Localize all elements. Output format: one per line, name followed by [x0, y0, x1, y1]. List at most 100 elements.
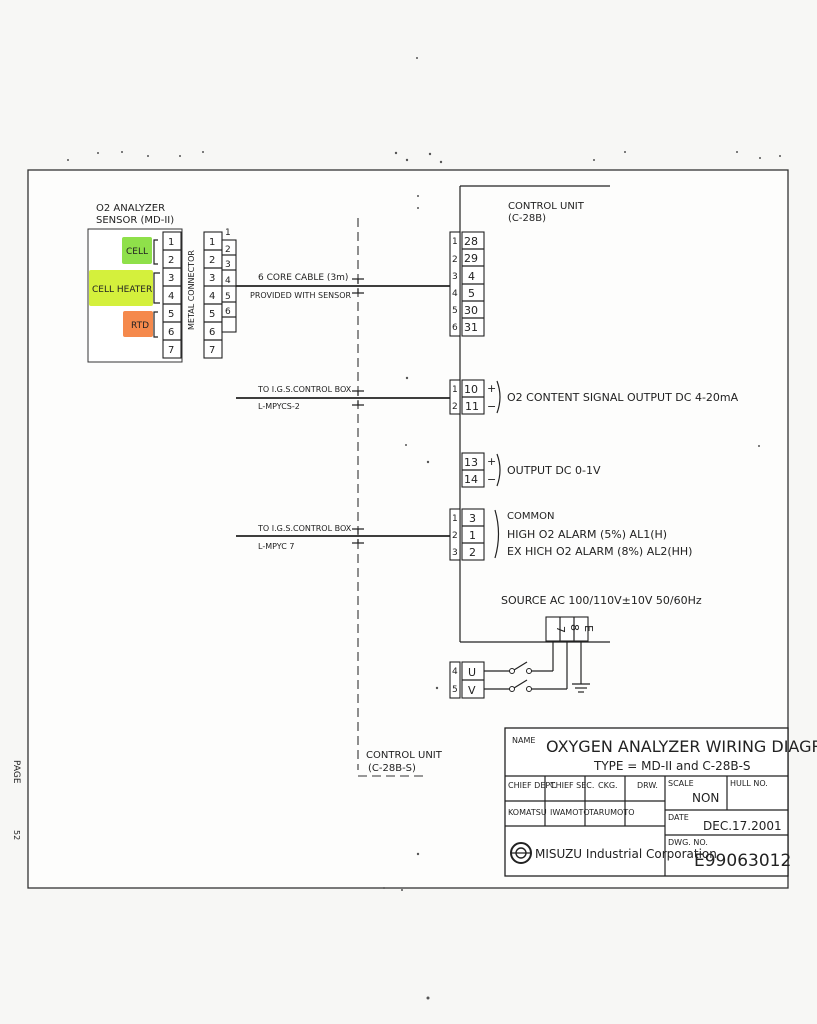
approval-header: CKG. — [598, 781, 618, 790]
igs-box-1-cable: L-MPYCS-2 — [258, 402, 300, 411]
output-brace — [496, 453, 501, 487]
wire-number: 4 — [452, 667, 458, 677]
terminal-number: 30 — [464, 304, 478, 317]
page-number: 52 — [12, 830, 21, 840]
sensor-terminal: 2 — [168, 255, 174, 266]
approval-header: CHIEF DEPT. — [508, 781, 557, 790]
alarm-brace — [494, 509, 500, 559]
igs-box-2-label: TO I.G.S.CONTROL BOX — [257, 524, 352, 533]
metal-connector-label: METAL CONNECTOR — [187, 250, 196, 330]
polarity-minus: − — [487, 400, 496, 413]
control-unit: CONTROL UNIT (C-28B) 1 2 3 4 5 6 28 29 4… — [358, 185, 739, 777]
cell-bracket — [153, 239, 158, 265]
terminal-number: 10 — [464, 383, 478, 396]
sensor-title-line2: SENSOR (MD-II) — [96, 215, 174, 226]
sensor-cable: 6 CORE CABLE (3m) PROVIDED WITH SENSOR — [236, 273, 450, 300]
cell-heater-highlight — [89, 270, 153, 306]
alarm-terminal-block: 3 1 2 — [461, 508, 485, 561]
cell-label: CELL — [126, 247, 148, 257]
connector-pin: 1 — [225, 228, 231, 238]
connector-pin: 4 — [209, 291, 215, 302]
wire-number: 5 — [452, 306, 458, 316]
igs-box-1-label: TO I.G.S.CONTROL BOX — [257, 385, 352, 394]
connector-pin: 2 — [225, 245, 231, 255]
source-label: SOURCE AC 100/110V±10V 50/60Hz — [501, 594, 702, 607]
connector-pin: 3 — [209, 273, 215, 284]
rtd-label: RTD — [131, 321, 149, 331]
wire-number: 2 — [452, 255, 458, 265]
name-caption: NAME — [512, 736, 535, 745]
dwg-number: E99063012 — [694, 851, 791, 871]
terminal-number: 7 — [554, 626, 567, 633]
cable-clamp — [352, 528, 364, 544]
power-switch — [484, 641, 568, 692]
control-unit-s-title: CONTROL UNIT — [366, 750, 443, 761]
company-logo-icon — [510, 842, 532, 864]
metal-connector: METAL CONNECTOR 1 2 3 4 5 6 7 1 2 3 4 5 … — [187, 228, 237, 359]
scan-specks — [67, 57, 781, 1000]
date-caption: DATE — [668, 813, 689, 822]
rtd-bracket — [153, 311, 158, 338]
terminal-number: 2 — [469, 546, 476, 559]
approval-header: DRW. — [637, 781, 658, 790]
approval-signature: KOMATSU — [508, 808, 547, 817]
cell-heater-bracket — [153, 272, 160, 304]
sensor-terminal-block: 28 29 4 5 30 31 — [461, 231, 485, 337]
wire-number: 2 — [452, 531, 458, 541]
wire-number: 1 — [452, 385, 458, 395]
igs-box-2-cable: L-MPYC 7 — [258, 542, 294, 551]
sensor-terminal: 1 — [168, 237, 174, 248]
date-value: DEC.17.2001 — [703, 819, 782, 833]
wire-number: 6 — [452, 323, 458, 333]
approval-signature: TARUMOTO — [588, 808, 635, 817]
signal-terminal-block: 10 11 — [461, 379, 485, 415]
output-terminal-block: 13 14 — [461, 452, 485, 488]
connector-pin: 5 — [209, 309, 215, 320]
output-label: OUTPUT DC 0-1V — [507, 464, 601, 477]
connector-pin: 1 — [209, 237, 215, 248]
page-label: PAGE — [11, 760, 21, 784]
terminal-number: 5 — [468, 287, 475, 300]
connector-pin: 5 — [225, 292, 231, 302]
alarm-high-label: HIGH O2 ALARM (5%) AL1(H) — [507, 528, 667, 541]
connector-pin: 4 — [225, 276, 231, 286]
rtd-highlight — [123, 311, 153, 337]
wire-number: 1 — [452, 237, 458, 247]
wire-number: 2 — [452, 402, 458, 412]
cable-clamp — [352, 390, 364, 406]
terminal-number: 29 — [464, 252, 478, 265]
control-unit-model: (C-28B) — [508, 213, 546, 224]
alarm-cable: TO I.G.S.CONTROL BOX L-MPYC 7 — [236, 524, 450, 551]
sensor-cable-sublabel: PROVIDED WITH SENSOR — [250, 291, 351, 300]
sensor-block: O2 ANALYZER SENSOR (MD-II) CELL CELL HEA… — [87, 203, 183, 363]
ground-symbol — [572, 641, 590, 693]
terminal-number: 31 — [464, 321, 478, 334]
wire-number: 4 — [452, 289, 458, 299]
sensor-title-line1: O2 ANALYZER — [96, 203, 165, 214]
sensor-terminal: 4 — [168, 291, 174, 302]
wire-number: 1 — [452, 514, 458, 524]
wire-number: 3 — [452, 272, 458, 282]
connector-pin: 6 — [225, 307, 231, 317]
scale-caption: SCALE — [668, 779, 694, 788]
terminal-number: E — [582, 625, 595, 632]
approval-signature: IWAMOTO — [550, 808, 590, 817]
connector-pin: 2 — [209, 255, 215, 266]
sensor-terminal: 6 — [168, 327, 174, 338]
connector-pin: 7 — [209, 345, 215, 356]
sensor-terminal: 5 — [168, 309, 174, 320]
dwg-caption: DWG. NO. — [668, 838, 708, 847]
alarm-common-label: COMMON — [507, 511, 554, 522]
approval-header: CHIEF SEC. — [550, 781, 594, 790]
signal-brace — [496, 380, 501, 414]
wire-number: 5 — [452, 685, 458, 695]
terminal-number: V — [468, 684, 476, 697]
connector-pin: 6 — [209, 327, 215, 338]
terminal-number: 14 — [464, 473, 478, 486]
control-unit-title: CONTROL UNIT — [508, 201, 585, 212]
terminal-number: 4 — [468, 270, 475, 283]
cell-heater-label: CELL HEATER — [92, 285, 152, 295]
sensor-terminal: 7 — [168, 345, 174, 356]
polarity-plus: + — [487, 382, 496, 395]
